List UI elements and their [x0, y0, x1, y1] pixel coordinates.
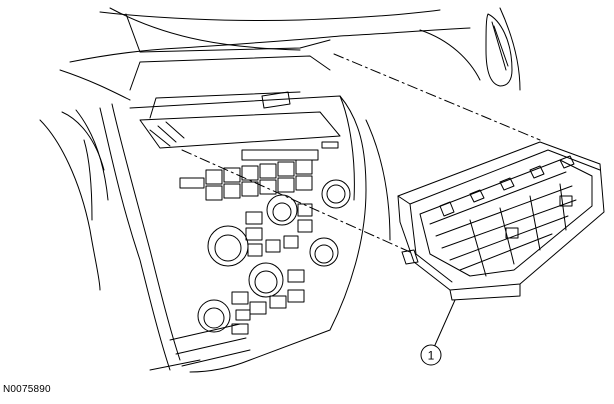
lower-console — [149, 323, 251, 371]
radio-controls — [179, 141, 351, 209]
figure-id: N0075890 — [3, 384, 51, 395]
dashboard-top — [59, 7, 521, 101]
alignment-lines — [181, 53, 541, 253]
vent-assembly — [397, 141, 605, 301]
side-vent — [485, 13, 513, 87]
hvac-knobs — [197, 194, 339, 333]
callout-1-label: 1 — [428, 349, 435, 363]
callout-leader — [420, 299, 456, 366]
center-stack-bezel — [99, 95, 391, 373]
vent-opening — [129, 55, 341, 149]
hvac-buttons — [231, 203, 313, 335]
dash-left-edge — [39, 109, 109, 291]
